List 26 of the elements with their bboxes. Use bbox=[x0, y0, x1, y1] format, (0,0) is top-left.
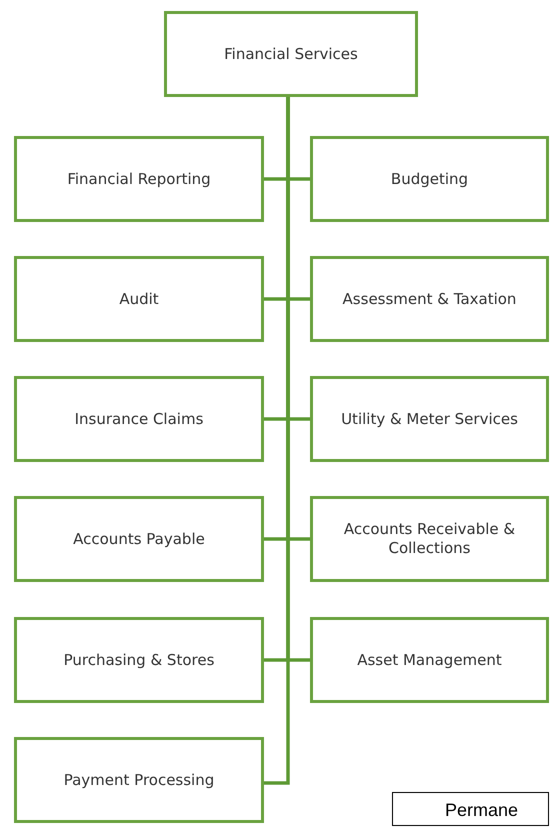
org-box bbox=[310, 256, 549, 342]
box-label: Assessment & Taxation bbox=[342, 290, 518, 308]
box-label: Purchasing & Stores bbox=[62, 650, 216, 670]
org-box bbox=[14, 737, 264, 823]
org-box bbox=[14, 136, 264, 222]
org-box bbox=[310, 496, 549, 582]
box-label: Utility & Meter Services bbox=[340, 410, 519, 428]
box-label: Audit bbox=[118, 290, 160, 308]
org-box bbox=[14, 496, 264, 582]
org-box bbox=[164, 11, 418, 97]
box-label: Budgeting bbox=[390, 170, 470, 188]
org-box bbox=[310, 136, 549, 222]
org-box bbox=[310, 617, 549, 703]
org-box bbox=[14, 617, 264, 703]
box-label: Financial Reporting bbox=[66, 170, 212, 188]
org-box bbox=[14, 256, 264, 342]
box-label: Asset Management bbox=[356, 650, 503, 670]
note-box bbox=[392, 792, 549, 826]
box-label: Accounts Receivable & Collections bbox=[342, 520, 516, 558]
box-label: Financial Services bbox=[223, 44, 359, 64]
box-label: Accounts Payable bbox=[72, 530, 206, 548]
box-label: Permane bbox=[444, 799, 518, 822]
box-label: Insurance Claims bbox=[74, 410, 204, 428]
box-label: Payment Processing bbox=[62, 770, 216, 790]
org-box bbox=[310, 376, 549, 462]
org-box bbox=[14, 376, 264, 462]
